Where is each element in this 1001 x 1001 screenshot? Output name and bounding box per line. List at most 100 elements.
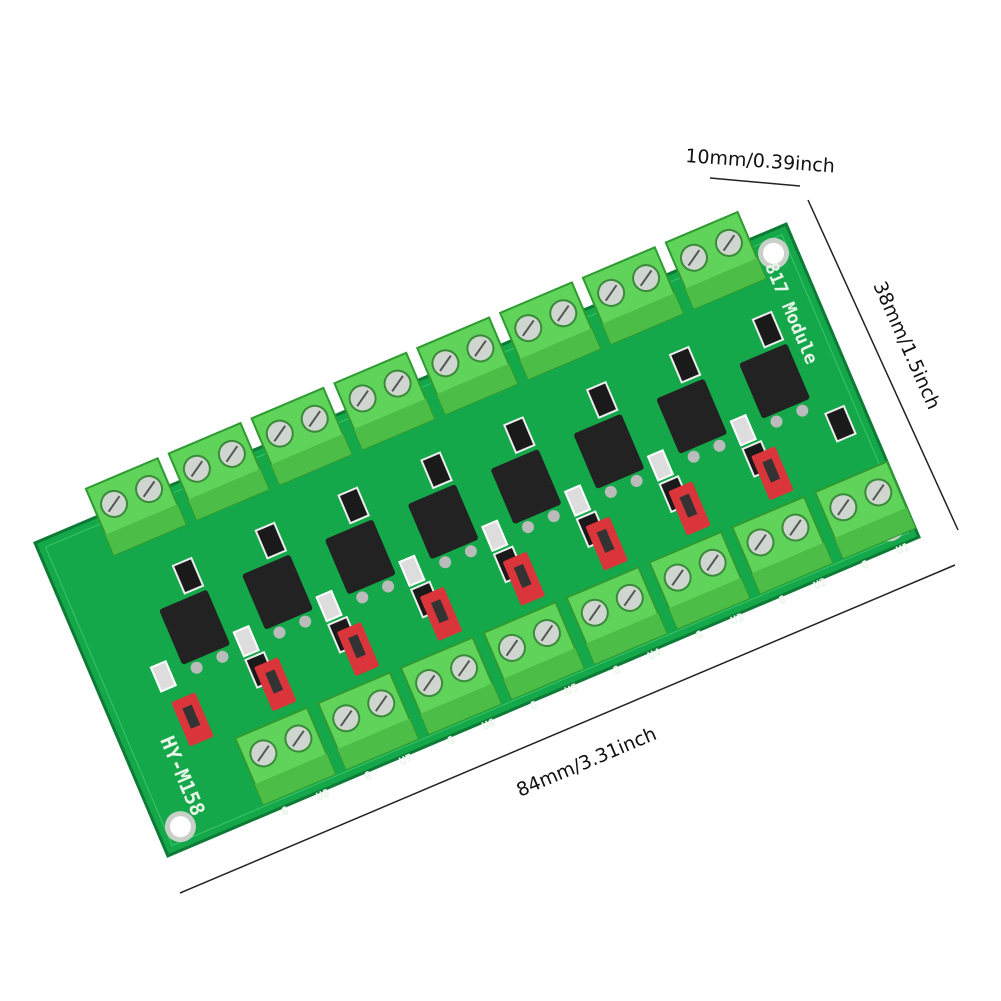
jumper-cap xyxy=(585,517,628,571)
chip-pin xyxy=(713,439,726,452)
screw-slot xyxy=(190,460,204,478)
screw-slot xyxy=(639,269,653,287)
smd-resistor xyxy=(751,310,785,349)
terminal-base xyxy=(834,507,916,559)
channel-pin-label: U3 xyxy=(729,611,746,628)
top-terminal-block xyxy=(664,210,768,311)
chip-pin xyxy=(687,450,700,463)
optocoupler-chip xyxy=(159,590,230,665)
ground-pin-label: G xyxy=(279,804,291,819)
jumper-slot xyxy=(679,493,698,518)
terminal-base xyxy=(105,504,186,556)
screw-slot xyxy=(340,709,353,727)
optocoupler-chip xyxy=(739,344,810,418)
optocoupler-chip xyxy=(491,449,561,524)
chip-pin xyxy=(216,650,229,663)
led-indicator xyxy=(315,589,343,623)
bottom-terminal-block xyxy=(565,565,668,666)
jumper-cap xyxy=(254,657,297,711)
screw-slot xyxy=(588,604,602,622)
screw-slot xyxy=(722,234,736,252)
chip-pin xyxy=(796,404,809,417)
mounting-hole xyxy=(164,811,196,843)
smd-resistor xyxy=(337,486,371,525)
bottom-terminal-block xyxy=(316,671,420,771)
top-terminal-block xyxy=(167,421,270,522)
chip-pin xyxy=(547,510,560,523)
terminal-base xyxy=(586,613,667,664)
led-indicator xyxy=(232,624,260,658)
screw-slot xyxy=(540,624,554,642)
screw-slot xyxy=(142,480,156,498)
led-indicator xyxy=(563,484,592,517)
screw-slot xyxy=(671,569,684,586)
smd-resistor xyxy=(585,380,619,419)
length-label: 84mm/3.31inch xyxy=(513,723,659,802)
ground-pin-label: G xyxy=(859,557,871,572)
chip-pin xyxy=(521,521,534,534)
depth-dimension-line xyxy=(709,177,801,187)
screw-slot xyxy=(439,354,452,372)
terminal-base xyxy=(668,577,750,629)
bottom-terminal-block xyxy=(648,530,751,630)
jumper-slot xyxy=(430,599,449,624)
smd-resistor xyxy=(668,345,702,384)
channel-pin-label: U1 xyxy=(894,540,912,557)
screw-slot xyxy=(754,534,767,551)
length-dimension-line xyxy=(179,564,956,894)
jumper-cap xyxy=(668,481,711,535)
chip-pin xyxy=(190,661,203,674)
jumper-slot xyxy=(348,634,366,659)
optocoupler-row xyxy=(149,310,857,746)
led-indicator xyxy=(398,554,426,588)
top-terminal-block xyxy=(84,456,188,557)
jumper-cap xyxy=(503,552,545,606)
mounting-hole xyxy=(758,237,790,269)
terminal-base xyxy=(271,433,352,485)
chip-pin xyxy=(356,591,369,604)
terminal-base xyxy=(751,542,833,594)
screw-slot xyxy=(522,319,535,337)
jumper-slot xyxy=(762,458,781,483)
screw-slot xyxy=(375,695,388,712)
chip-pin xyxy=(770,415,783,428)
top-terminal-block xyxy=(415,316,519,416)
terminal-base xyxy=(353,398,435,450)
jumper-cap xyxy=(337,622,379,676)
depth-label: 10mm/0.39inch xyxy=(685,145,836,177)
ground-pin-label: G xyxy=(362,768,374,783)
smd-resistor xyxy=(824,404,857,443)
screw-slot xyxy=(257,745,270,762)
channel-pin-label: U7 xyxy=(397,751,414,768)
screw-slot xyxy=(356,390,369,407)
ground-pin-label: G xyxy=(776,593,788,608)
optocoupler-chip xyxy=(574,414,644,489)
top-terminal-block xyxy=(498,281,602,381)
jumper-slot xyxy=(182,704,201,729)
channel-pin-label: U6 xyxy=(480,716,498,733)
screw-slot xyxy=(505,639,519,657)
channel-pin-label: U5 xyxy=(563,681,580,698)
jumper-cap xyxy=(420,587,462,641)
jumper-cap xyxy=(751,446,794,500)
terminal-base xyxy=(420,683,501,735)
chip-pin xyxy=(382,580,395,593)
jumper-slot xyxy=(596,528,615,553)
optocoupler-chip xyxy=(408,484,478,559)
channel-pin-label: U8 xyxy=(314,786,331,803)
jumper-cap xyxy=(171,692,214,746)
smd-resistor xyxy=(254,521,288,560)
top-terminal-block xyxy=(250,386,353,487)
terminal-base xyxy=(602,293,683,345)
optocoupler-chip xyxy=(325,520,396,594)
chip-pin xyxy=(273,626,286,639)
top-terminal-block xyxy=(333,351,436,451)
chip-pin xyxy=(630,474,643,487)
bottom-terminal-block xyxy=(399,636,503,736)
led-indicator xyxy=(149,659,178,693)
led-indicator xyxy=(480,519,509,553)
top-terminal-row xyxy=(84,210,768,557)
terminal-base xyxy=(503,648,584,700)
